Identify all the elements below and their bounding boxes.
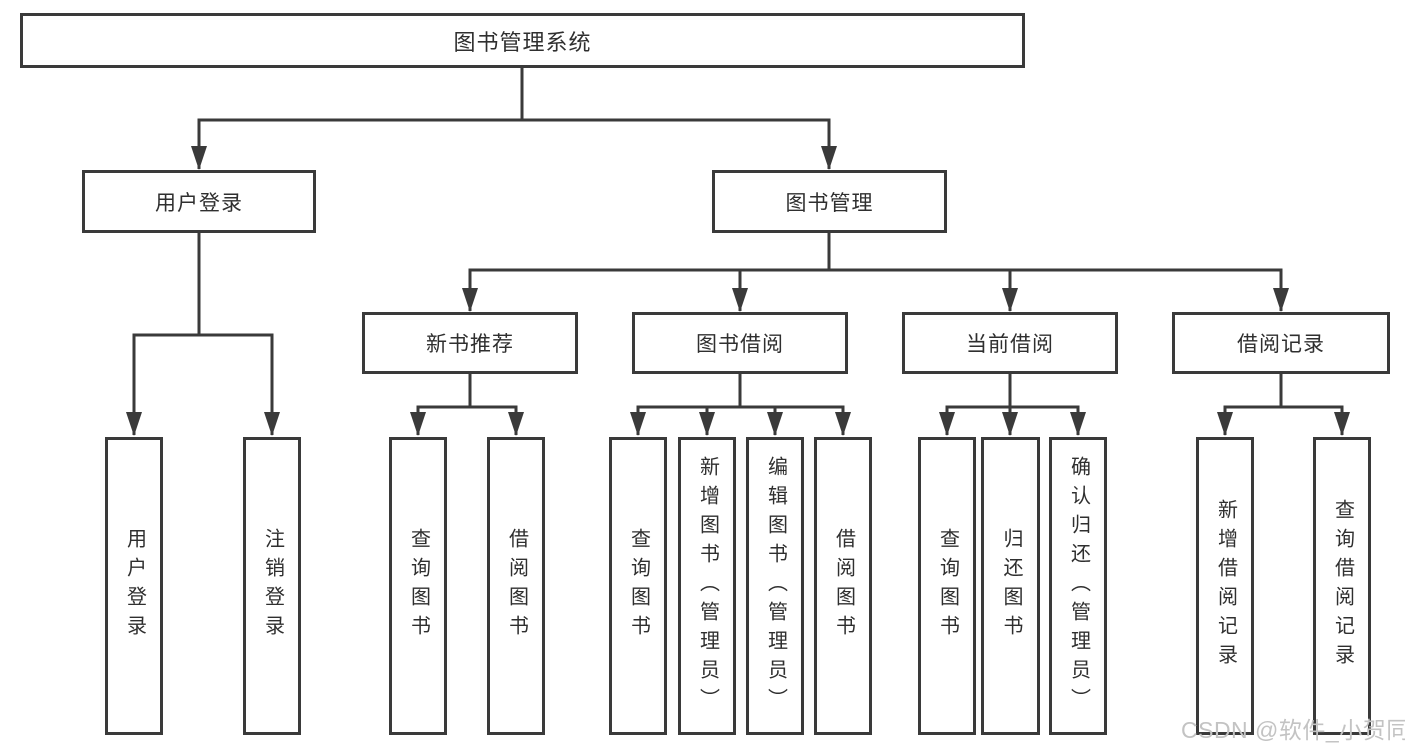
leaf-records-add-record-label: 新增借阅记录 (1214, 499, 1237, 673)
leaf-user-login-label: 用户登录 (123, 528, 146, 644)
node-book-borrow: 图书借阅 (632, 312, 848, 374)
node-user-login: 用户登录 (82, 170, 316, 233)
node-current-borrow: 当前借阅 (902, 312, 1118, 374)
connector-root-to-level2 (191, 66, 837, 170)
node-current-borrow-label: 当前借阅 (966, 333, 1054, 356)
leaf-logout-label: 注销登录 (261, 528, 284, 644)
node-root-label: 图书管理系统 (453, 29, 592, 55)
leaf-current-return-books: 归还图书 (981, 437, 1040, 735)
connector-records-to-leaves (1217, 373, 1350, 436)
leaf-newbooks-query-books: 查询图书 (389, 437, 447, 735)
leaf-borrow-borrow-books: 借阅图书 (814, 437, 872, 735)
leaf-records-query-record-label: 查询借阅记录 (1331, 499, 1354, 673)
leaf-borrow-edit-books-admin-label: 编辑图书（管理员） (764, 455, 787, 717)
node-book-borrow-label: 图书借阅 (696, 333, 784, 356)
leaf-borrow-query-books: 查询图书 (609, 437, 667, 735)
leaf-current-confirm-return-admin-label: 确认归还（管理员） (1067, 455, 1090, 717)
node-new-book-recommend: 新书推荐 (362, 312, 578, 374)
node-new-book-recommend-label: 新书推荐 (426, 333, 514, 356)
leaf-newbooks-borrow-books: 借阅图书 (487, 437, 545, 735)
leaf-current-query-books-label: 查询图书 (936, 528, 959, 644)
node-borrow-records: 借阅记录 (1172, 312, 1390, 374)
connector-management-to-level3 (462, 232, 1289, 312)
leaf-records-query-record: 查询借阅记录 (1313, 437, 1371, 735)
leaf-borrow-borrow-books-label: 借阅图书 (832, 528, 855, 644)
leaf-user-login: 用户登录 (105, 437, 163, 735)
leaf-borrow-add-books-admin-label: 新增图书（管理员） (696, 455, 719, 717)
node-user-login-label: 用户登录 (155, 191, 243, 215)
leaf-newbooks-borrow-books-label: 借阅图书 (505, 528, 528, 644)
leaf-logout: 注销登录 (243, 437, 301, 735)
leaf-records-add-record: 新增借阅记录 (1196, 437, 1254, 735)
node-borrow-records-label: 借阅记录 (1237, 333, 1325, 356)
watermark: CSDN @软件_小贺同学 (1181, 717, 1405, 743)
leaf-newbooks-query-books-label: 查询图书 (407, 528, 430, 644)
node-book-management-label: 图书管理 (785, 191, 874, 215)
leaf-borrow-add-books-admin: 新增图书（管理员） (678, 437, 736, 735)
node-root: 图书管理系统 (20, 13, 1025, 68)
leaf-current-return-books-label: 归还图书 (1000, 528, 1022, 644)
leaf-borrow-edit-books-admin: 编辑图书（管理员） (746, 437, 804, 735)
leaf-current-query-books: 查询图书 (918, 437, 976, 735)
node-book-management: 图书管理 (712, 170, 947, 233)
leaf-borrow-query-books-label: 查询图书 (627, 528, 650, 644)
connector-newbooks-to-leaves (410, 373, 524, 436)
connector-current-to-leaves (939, 373, 1086, 436)
connector-login-to-leaves (126, 232, 280, 436)
leaf-current-confirm-return-admin: 确认归还（管理员） (1049, 437, 1107, 735)
connector-borrow-to-leaves (630, 373, 851, 436)
